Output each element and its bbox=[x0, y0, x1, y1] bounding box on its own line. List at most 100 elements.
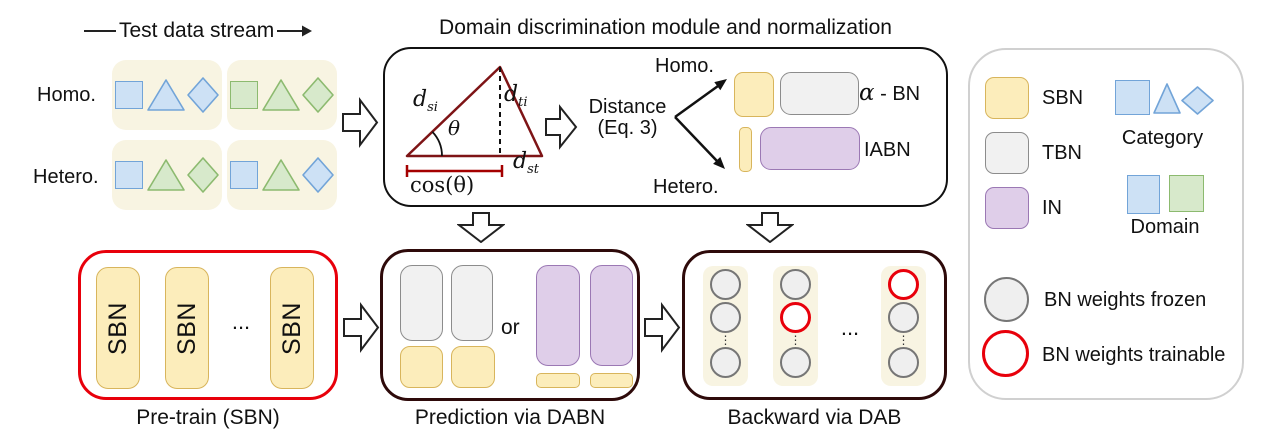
or-label: or bbox=[501, 316, 520, 339]
tbn-block bbox=[780, 72, 859, 115]
branch-arrows-icon bbox=[674, 79, 727, 169]
bn-circle bbox=[710, 302, 741, 333]
in-block bbox=[760, 127, 860, 170]
triangle-figure bbox=[405, 65, 544, 177]
legend-frozen-label: BN weights frozen bbox=[1044, 289, 1207, 311]
prediction-caption: Prediction via DABN bbox=[414, 406, 606, 429]
legend-swatch-in bbox=[985, 187, 1029, 229]
bn-circle bbox=[888, 347, 919, 378]
pretrain-ellipsis: ... bbox=[231, 309, 251, 334]
bn-circle bbox=[780, 269, 811, 300]
flow-arrow-right-icon bbox=[644, 302, 681, 353]
category-diamond-shape bbox=[1181, 86, 1214, 115]
bn-column: ⋮ bbox=[881, 266, 926, 386]
flow-arrow-down-icon bbox=[457, 212, 505, 243]
legend-panel: SBN TBN IN Category Domain BN weights fr… bbox=[968, 48, 1244, 400]
backward-caption: Backward via DAB bbox=[727, 406, 902, 429]
vertical-dots: ⋮ bbox=[719, 333, 732, 347]
legend-label-sbn: SBN bbox=[1042, 87, 1084, 109]
alpha-bn-label: α - BN bbox=[859, 80, 921, 106]
stream-card bbox=[112, 140, 222, 210]
flow-arrow-right-icon bbox=[342, 97, 379, 148]
sbn-column: SBN bbox=[165, 267, 209, 389]
domain-square-shape bbox=[1127, 175, 1160, 214]
legend-category-label: Category bbox=[1121, 127, 1204, 149]
legend-trainable-label: BN weights trainable bbox=[1042, 344, 1226, 366]
sbn-column: SBN bbox=[270, 267, 314, 389]
flow-arrow-right-icon bbox=[343, 302, 380, 353]
legend-label-tbn: TBN bbox=[1042, 142, 1082, 164]
backward-ellipsis: ... bbox=[840, 315, 860, 340]
square-shape bbox=[114, 161, 143, 189]
stream-title: Test data stream bbox=[119, 19, 275, 42]
test-data-stream-header: Test data stream bbox=[84, 20, 313, 42]
label-cos-theta: cos(θ) bbox=[410, 173, 475, 197]
label-d-st: dst bbox=[513, 149, 539, 177]
label-theta: θ bbox=[448, 116, 461, 140]
tbn-column bbox=[400, 265, 443, 341]
stream-card bbox=[227, 140, 337, 210]
sbn-thin-bar bbox=[536, 373, 580, 388]
bn-circle bbox=[888, 269, 919, 300]
module-title: Domain discrimination module and normali… bbox=[439, 16, 892, 39]
bn-circle bbox=[780, 347, 811, 378]
legend-domain-label: Domain bbox=[1130, 216, 1200, 238]
legend-swatch-tbn bbox=[985, 132, 1029, 174]
row-label-hetero: Hetero. bbox=[33, 166, 99, 188]
label-d-ti: dti bbox=[504, 82, 528, 110]
legend-label-in: IN bbox=[1042, 197, 1062, 219]
diamond-shape bbox=[301, 157, 334, 193]
bn-circle bbox=[888, 302, 919, 333]
stream-card bbox=[112, 60, 222, 130]
sbn-column-label: SBN bbox=[277, 301, 306, 355]
prediction-box: or bbox=[380, 249, 640, 401]
pretrain-caption: Pre-train (SBN) bbox=[136, 406, 280, 429]
stream-leading-line bbox=[84, 30, 116, 32]
domain-discrimination-module-box: dsi θ dti dst cos(θ) Distance (Eq. 3) Ho… bbox=[383, 47, 948, 207]
category-square-shape bbox=[1115, 80, 1150, 115]
sbn-block bbox=[451, 346, 495, 388]
triangle-shape bbox=[261, 79, 300, 111]
domain-square-shape bbox=[1169, 175, 1204, 212]
backward-box: ⋮ ⋮ ... ⋮ bbox=[682, 250, 947, 400]
flow-arrow-down-icon bbox=[746, 212, 794, 243]
flow-arrow-right-icon bbox=[545, 104, 578, 150]
tbn-column bbox=[451, 265, 493, 341]
category-triangle-shape bbox=[1153, 83, 1181, 114]
sbn-block bbox=[734, 72, 774, 117]
bn-circle bbox=[710, 269, 741, 300]
square-shape bbox=[114, 81, 143, 109]
bn-circle bbox=[780, 302, 811, 333]
stream-card bbox=[227, 60, 337, 130]
module-hetero-label: Hetero. bbox=[653, 176, 719, 198]
pretrain-box: SBN SBN ... SBN bbox=[78, 250, 338, 400]
module-homo-label: Homo. bbox=[655, 55, 714, 77]
row-label-homo: Homo. bbox=[37, 84, 96, 106]
trainable-circle-icon bbox=[982, 330, 1029, 377]
sbn-thin-bar bbox=[590, 373, 633, 388]
sbn-block bbox=[400, 346, 443, 388]
sbn-column: SBN bbox=[96, 267, 140, 389]
diamond-shape bbox=[186, 157, 219, 193]
vertical-dots: ⋮ bbox=[789, 333, 802, 347]
stream-arrow-icon bbox=[277, 25, 313, 37]
triangle-shape bbox=[146, 79, 185, 111]
bn-column: ⋮ bbox=[773, 266, 818, 386]
vertical-dots: ⋮ bbox=[897, 333, 910, 347]
square-shape bbox=[229, 81, 258, 109]
sbn-column-label: SBN bbox=[172, 301, 201, 355]
bn-column: ⋮ bbox=[703, 266, 748, 386]
triangle-shape bbox=[261, 159, 300, 191]
sbn-thin-block bbox=[739, 127, 752, 172]
bn-circle bbox=[710, 347, 741, 378]
in-column bbox=[536, 265, 580, 366]
legend-swatch-sbn bbox=[985, 77, 1029, 119]
distance-label: Distance (Eq. 3) bbox=[588, 96, 667, 139]
in-column bbox=[590, 265, 633, 366]
iabn-label: IABN bbox=[864, 139, 911, 161]
label-d-si: dsi bbox=[413, 87, 438, 115]
diamond-shape bbox=[186, 77, 219, 113]
triangle-shape bbox=[146, 159, 185, 191]
diamond-shape bbox=[301, 77, 334, 113]
